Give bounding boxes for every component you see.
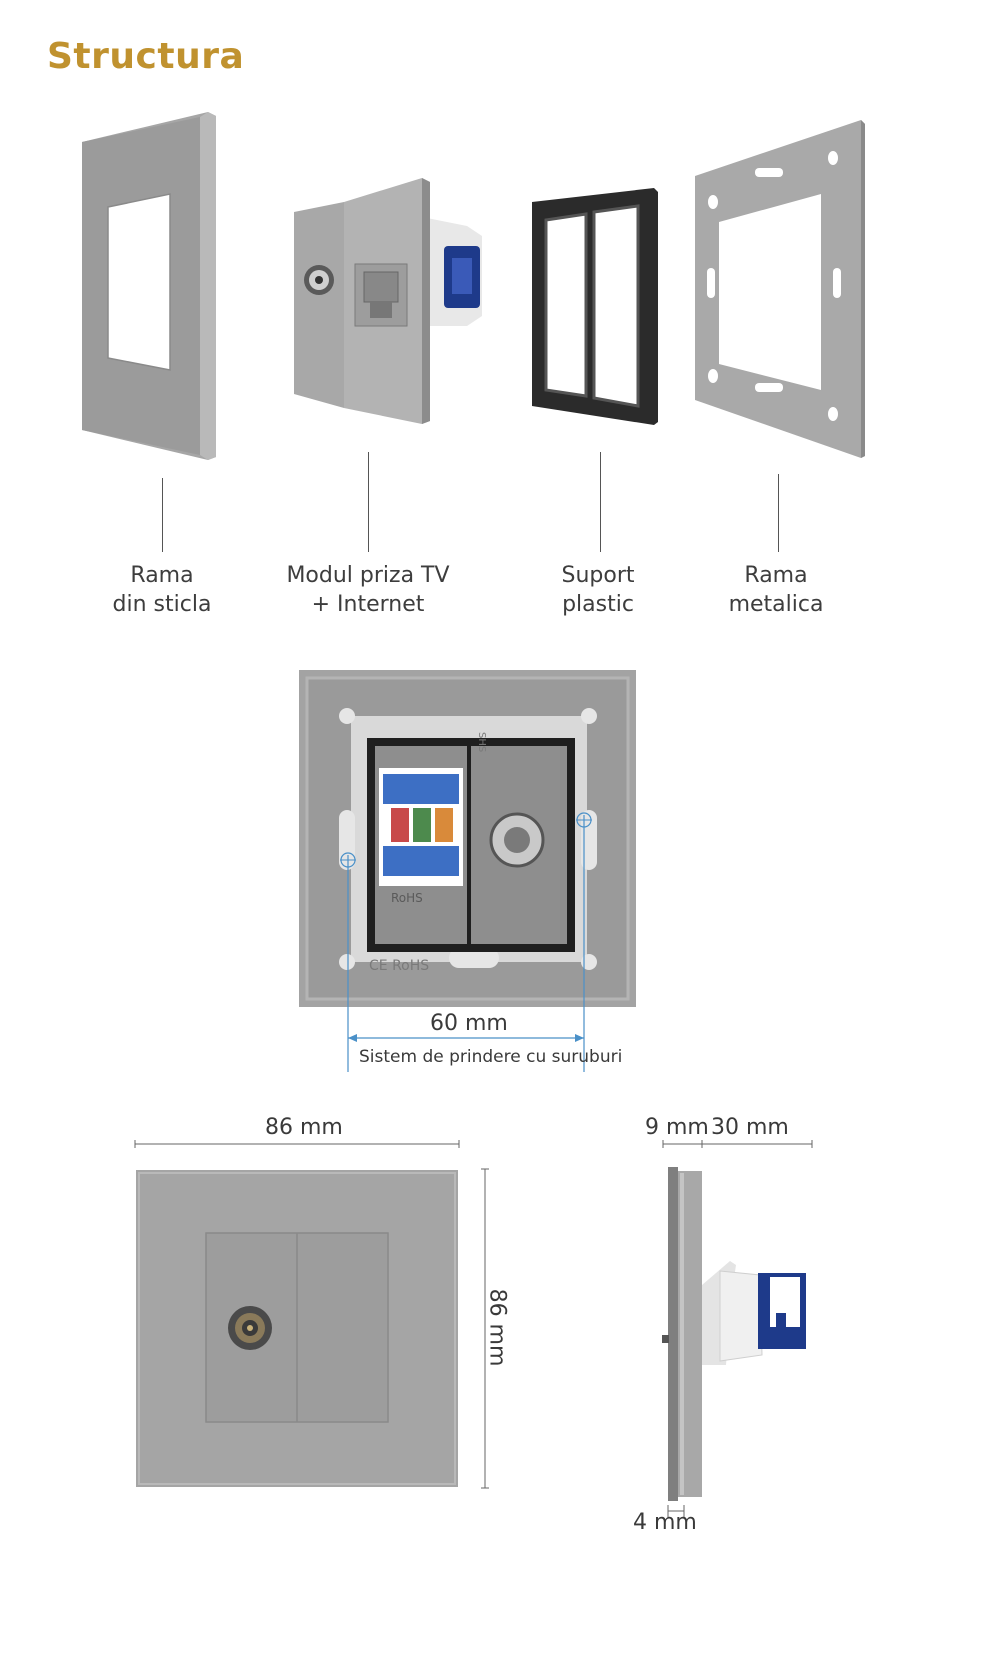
metal-frame-image — [695, 120, 865, 458]
mounting-dimension-lines — [340, 812, 592, 1072]
leader-line-metal-frame — [778, 474, 779, 552]
glass-frame-image — [82, 112, 216, 460]
mounting-distance-label: 60 mm — [430, 1011, 508, 1036]
plastic-support-image — [532, 188, 658, 425]
leader-line-glass-frame — [162, 478, 163, 552]
ce-rohs-mark: CE RoHS — [369, 958, 429, 974]
side-view-image — [662, 1167, 806, 1501]
plate-thickness-line — [667, 1505, 685, 1517]
height-dimension-label: 86 mm — [484, 1288, 510, 1367]
leader-line-module — [368, 452, 369, 552]
width-dimension-label: 86 mm — [265, 1115, 343, 1140]
back-view-image: RoHS CE RoHS SHS — [299, 670, 636, 1007]
height-dimension-line — [481, 1168, 489, 1489]
leader-line-plastic-support — [600, 452, 601, 552]
frame-depth-label: 9 mm — [645, 1115, 709, 1140]
page-title: Structura — [47, 36, 245, 77]
shs-mark: SHS — [476, 732, 487, 752]
label-tv-internet-module: Modul priza TV+ Internet — [286, 563, 450, 617]
mounting-caption: Sistem de prindere cu suruburi — [359, 1047, 623, 1067]
tv-internet-module-image — [294, 178, 482, 424]
front-view-image — [136, 1170, 458, 1487]
width-dimension-line — [134, 1140, 460, 1148]
rohs-mark: RoHS — [391, 891, 423, 905]
module-depth-label: 30 mm — [711, 1115, 789, 1140]
plate-thickness-label: 4 mm — [633, 1510, 697, 1535]
depth-dimension-lines — [662, 1140, 813, 1148]
